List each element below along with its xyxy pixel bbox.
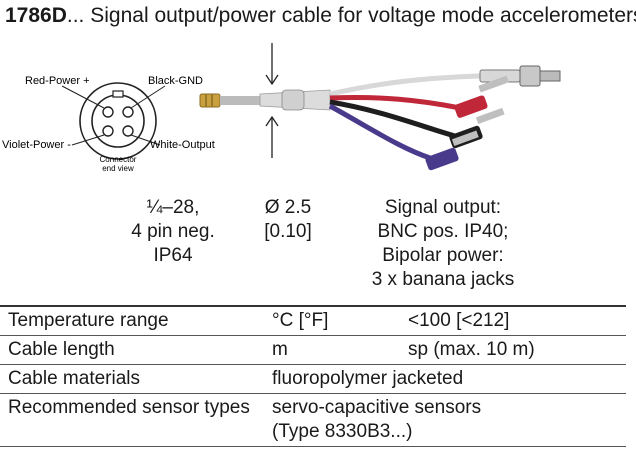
diameter-spec: Ø 2.5 [0.10] (248, 196, 328, 244)
label-violet-power: Violet-Power - (2, 139, 71, 151)
table-row: Cable length m sp (max. 10 m) (0, 335, 626, 365)
row-unit: °C [°F] (272, 310, 329, 331)
spec-line: [0.10] (264, 221, 312, 242)
label-black-gnd: Black-GND (148, 75, 203, 87)
title-ellipsis: ... (66, 4, 85, 27)
spec-line: Bipolar power: (382, 245, 504, 266)
product-title: Signal output/power cable for voltage mo… (84, 4, 636, 27)
output-spec: Signal output: BNC pos. IP40; Bipolar po… (353, 196, 533, 292)
row-value-multiline: servo-capacitive sensors (Type 8330B3...… (264, 394, 626, 447)
row-value-2: (Type 8330B3...) (272, 421, 413, 442)
spec-line: IP64 (153, 245, 193, 266)
cable-illustration (199, 65, 561, 171)
label-red-power: Red-Power + (25, 75, 90, 87)
connector-diagram (61, 82, 166, 160)
product-code: 1786D (5, 4, 67, 27)
connector-caption: Connector (100, 155, 137, 164)
row-value: fluoropolymer jacketed (272, 368, 464, 389)
properties-table: Temperature range °C [°F] <100 [<212] Ca… (0, 305, 626, 447)
row-value: servo-capacitive sensors (272, 397, 482, 418)
thread-spec: ¼–28, 4 pin neg. IP64 (118, 196, 228, 268)
table-row: Recommended sensor types servo-capacitiv… (0, 393, 626, 447)
row-label: Recommended sensor types (8, 397, 250, 418)
spec-line: 3 x banana jacks (371, 269, 515, 290)
row-value: <100 [<212] (408, 310, 510, 331)
row-unit: m (272, 339, 288, 360)
connector-caption-2: end view (102, 164, 134, 173)
table-row: Cable materials fluoropolymer jacketed (0, 364, 626, 394)
row-value: sp (max. 10 m) (408, 339, 535, 360)
spec-line: 4 pin neg. (131, 221, 215, 242)
spec-line: Signal output: (384, 197, 502, 218)
row-label: Temperature range (8, 310, 169, 331)
spec-line: BNC pos. IP40; (377, 221, 509, 242)
row-label: Cable length (8, 339, 115, 360)
spec-line: Ø 2.5 (264, 197, 312, 218)
page-title: 1786D... Signal output/power cable for v… (5, 4, 636, 28)
row-label: Cable materials (8, 368, 140, 389)
table-row: Temperature range °C [°F] <100 [<212] (0, 306, 626, 336)
spec-line: ¼–28, (146, 197, 200, 218)
label-white-output: White-Output (150, 139, 215, 151)
diameter-arrows (265, 43, 279, 158)
cable-figure: Red-Power + Black-GND Violet-Power - Whi… (2, 43, 561, 173)
